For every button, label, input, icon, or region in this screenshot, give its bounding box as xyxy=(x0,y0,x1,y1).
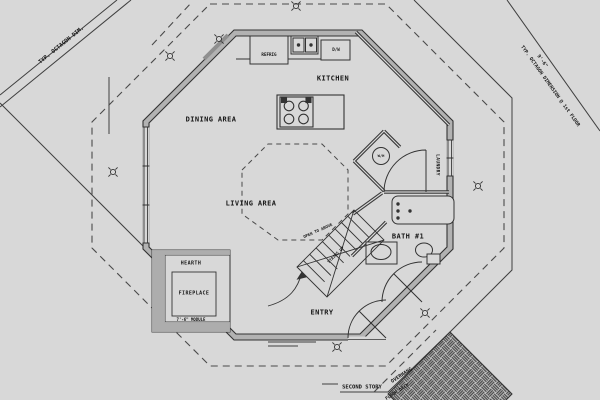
loft-open-to-above-outline xyxy=(241,143,349,241)
island-cooktop xyxy=(276,94,345,130)
bath-label: BATH #1 xyxy=(391,232,425,241)
door-swings xyxy=(347,149,427,339)
laundry-label: LAUNDRY xyxy=(434,154,440,176)
dining-area-label: DINING AREA xyxy=(185,115,237,124)
kitchen-fixtures xyxy=(236,35,351,65)
interior-walls xyxy=(350,30,451,258)
fireplace-note-label: 7'-6" MODULE xyxy=(176,317,206,322)
water-heater-label: W/H xyxy=(377,153,385,159)
bathtub xyxy=(391,195,455,225)
bath-fixtures xyxy=(365,195,455,265)
entry-door-opening xyxy=(348,336,386,344)
hearth-label: HEARTH xyxy=(180,260,202,267)
firebox xyxy=(171,271,217,317)
windows xyxy=(142,126,454,244)
entry-label: ENTRY xyxy=(310,308,334,317)
kitchen-label: KITCHEN xyxy=(316,74,350,83)
overhang-dashed-outline xyxy=(91,2,505,393)
staircase xyxy=(267,209,385,307)
fireplace-structure xyxy=(151,249,231,333)
stair-direction-arrow xyxy=(267,271,303,307)
window-header-band xyxy=(202,33,230,61)
fireplace-label: FIREPLACE xyxy=(178,290,210,297)
refrigerator xyxy=(249,35,289,65)
dishwasher-label: D/W xyxy=(332,46,340,52)
dishwasher xyxy=(320,39,351,61)
second-story-label: SECOND STORY xyxy=(342,384,382,391)
refrigerator-label: REFRIG xyxy=(261,51,277,57)
floor-deck-hatch xyxy=(387,331,513,400)
living-area-label: LIVING AREA xyxy=(225,199,277,208)
water-heater xyxy=(372,147,390,165)
